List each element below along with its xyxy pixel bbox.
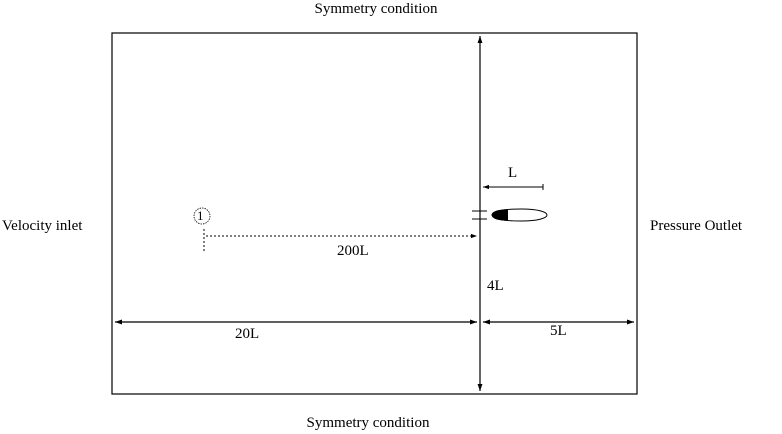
outlet-boundary-label: Pressure Outlet: [650, 218, 743, 234]
domain-boundary: [111, 32, 638, 395]
inlet-boundary-label: Velocity inlet: [2, 218, 83, 234]
airfoil-leading-edge-fill: [492, 209, 508, 221]
marker-label: 1: [197, 208, 204, 223]
inlet-length-label: 20L: [235, 326, 260, 342]
chord-label: L: [508, 165, 518, 181]
upstream-distance-label: 200L: [337, 243, 369, 259]
top-boundary-label: Symmetry condition: [314, 1, 438, 17]
marker-circle: [193, 207, 211, 225]
bottom-boundary-label: Symmetry condition: [306, 415, 430, 431]
outlet-length-label: 5L: [550, 323, 567, 339]
half-height-label: 4L: [487, 278, 504, 294]
